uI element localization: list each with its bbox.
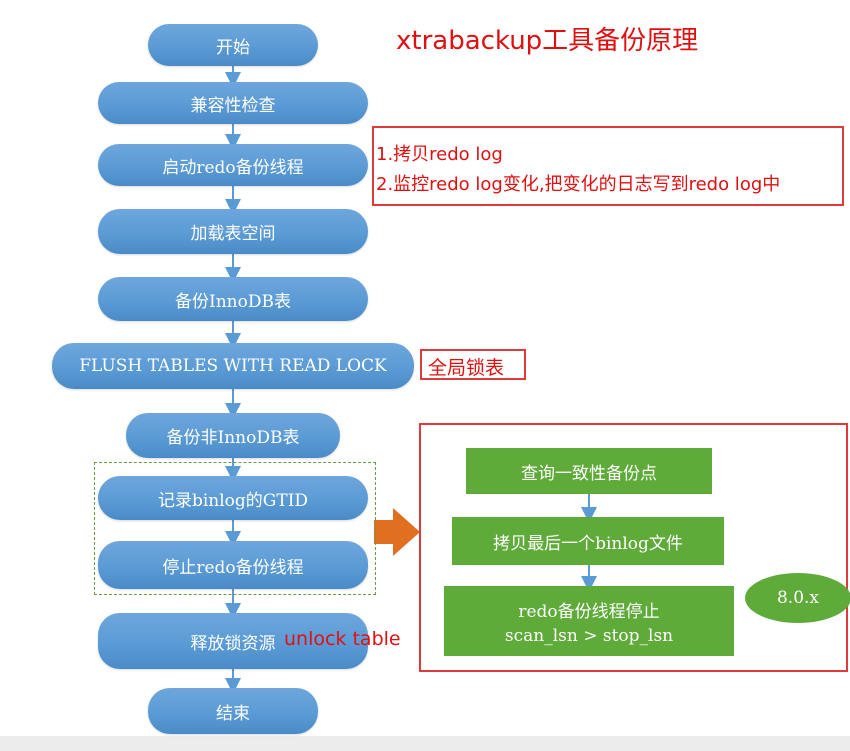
stop-redo-thread-node: 停止redo备份线程: [98, 541, 368, 589]
copy-last-binlog-node: 拷贝最后一个binlog文件: [452, 517, 724, 565]
release-lock-node: 释放锁资源: [98, 613, 368, 669]
redo-note-line2: 2.监控redo log变化,把变化的日志写到redo log中: [376, 174, 781, 195]
global-lock-label: 全局锁表: [428, 357, 505, 379]
ftwrl-node: FLUSH TABLES WITH READ LOCK: [52, 343, 414, 389]
global-lock-box: [420, 349, 526, 380]
start-node: 开始: [148, 24, 318, 66]
redo-thread-stop-line2: scan_lsn > stop_lsn: [504, 625, 674, 646]
version-badge: 8.0.x: [745, 573, 850, 623]
v80-flow-box: [419, 423, 848, 672]
backup-innodb-node: 备份InnoDB表: [98, 277, 368, 321]
backup-non-innodb-node: 备份非InnoDB表: [126, 413, 340, 458]
bottom-band: [0, 736, 850, 751]
binlog-stop-group: [94, 462, 376, 595]
end-node: 结束: [148, 688, 318, 734]
redo-thread-stop-node: redo备份线程停止 scan_lsn > stop_lsn: [444, 586, 734, 656]
redo-note-box: [372, 126, 844, 206]
unlock-table-label: unlock table: [284, 628, 401, 650]
start-redo-thread-node: 启动redo备份线程: [98, 144, 368, 186]
redo-note-line1: 1.拷贝redo log: [376, 144, 503, 165]
compat-check-node: 兼容性检查: [98, 82, 368, 124]
diagram-title: xtrabackup工具备份原理: [396, 26, 699, 56]
load-tablespace-node: 加载表空间: [98, 209, 368, 254]
big-orange-arrow: [374, 508, 420, 556]
record-binlog-gtid-node: 记录binlog的GTID: [98, 476, 368, 520]
query-consistency-point-node: 查询一致性备份点: [466, 448, 712, 494]
redo-thread-stop-line1: redo备份线程停止: [518, 601, 660, 622]
